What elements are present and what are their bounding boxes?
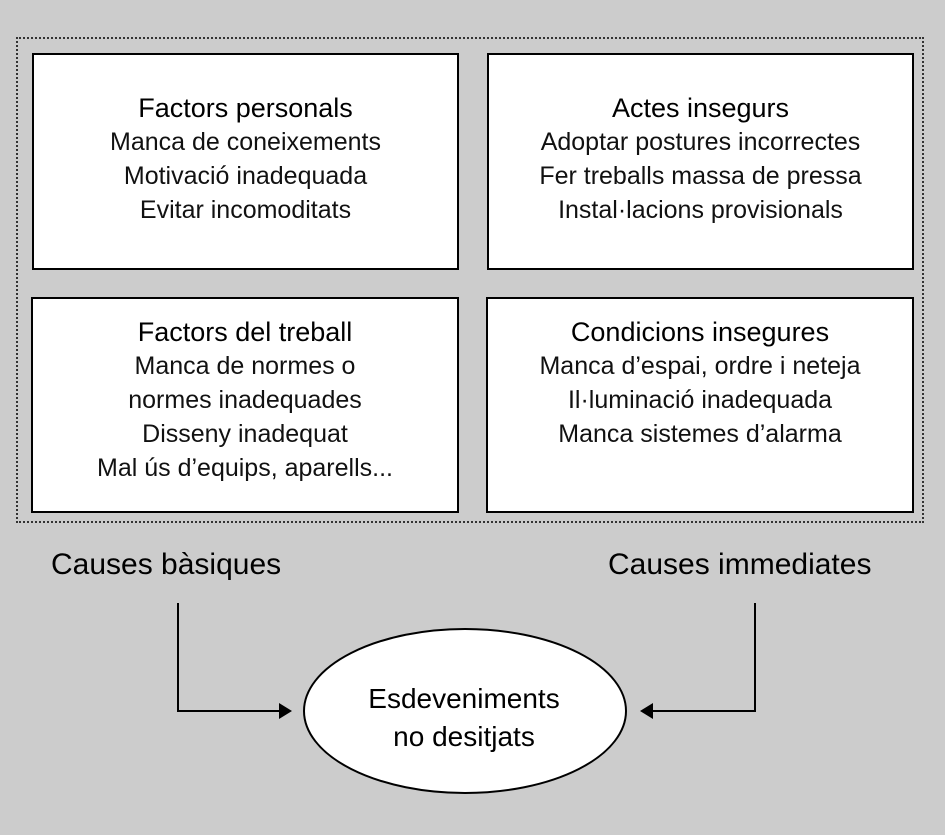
left-connector-line	[177, 603, 280, 712]
box-item: Manca sistemes d’alarma	[558, 420, 842, 448]
box-item: normes inadequades	[128, 386, 362, 414]
box-item: Mal ús d’equips, aparells...	[97, 454, 393, 482]
box-item: Manca d’espai, ordre i neteja	[539, 352, 861, 380]
label-causes-basiques: Causes bàsiques	[51, 548, 282, 581]
outcome-line-2: no desitjats	[393, 721, 535, 752]
box-item: Manca de normes o	[134, 352, 356, 380]
box-item: Fer treballs massa de pressa	[539, 162, 862, 190]
box-item: Motivació inadequada	[123, 162, 368, 190]
box-title: Actes insegurs	[611, 93, 790, 123]
label-causes-immediates: Causes immediates	[608, 548, 872, 581]
outcome-label: Esdeveniments no desitjats	[304, 680, 624, 756]
box-factors-personals: Factors personals Manca de coneixements …	[32, 53, 459, 270]
box-item: Il·luminació inadequada	[567, 386, 833, 414]
left-arrowhead-icon	[279, 703, 292, 719]
outcome-line-1: Esdeveniments	[368, 683, 560, 714]
right-connector-line	[653, 603, 756, 712]
box-item: Instal·lacions provisionals	[558, 196, 843, 224]
box-title: Factors personals	[138, 93, 353, 123]
box-item: Adoptar postures incorrectes	[540, 128, 861, 156]
box-item: Evitar incomoditats	[139, 196, 352, 224]
box-title: Condicions insegures	[570, 317, 830, 347]
box-item: Disseny inadequat	[142, 420, 348, 448]
box-item: Manca de coneixements	[110, 128, 381, 156]
causes-group-frame	[16, 37, 924, 523]
box-factors-del-treball: Factors del treball Manca de normes o no…	[31, 297, 459, 513]
box-title: Factors del treball	[137, 317, 353, 347]
outcome-ellipse	[303, 628, 627, 794]
right-arrowhead-icon	[640, 703, 653, 719]
box-condicions-insegures: Condicions insegures Manca d’espai, ordr…	[486, 297, 914, 513]
box-actes-insegurs: Actes insegurs Adoptar postures incorrec…	[487, 53, 914, 270]
